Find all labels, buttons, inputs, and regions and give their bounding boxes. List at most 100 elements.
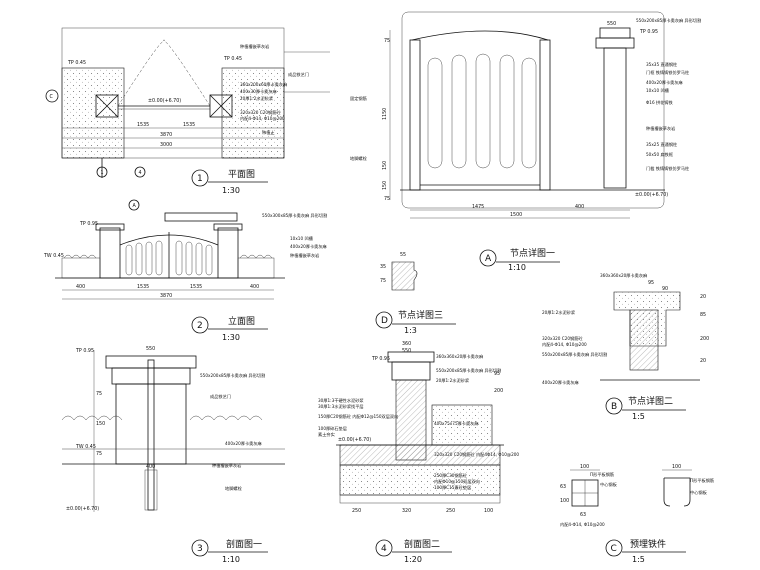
section2-title-circle [375,539,393,557]
plan-dim-2: 1535 [183,122,195,128]
s1-note-1: 成品铁艺门 [210,393,231,400]
s2-note-10: 250厚C30钢筋砼 [434,472,468,479]
section-mark-c [45,89,59,103]
plan-note-0: 种植槽嵌草灰岩 [240,43,269,50]
elev-dim-4: 400 [250,284,259,290]
detail-a-title: 节点详图一 [510,247,555,259]
detA-note-3: 400x20厚卡奥灰麻 [646,79,684,86]
detA-note-0: 550x200x85厚卡奥灰麻 异形切割 [636,17,701,24]
detA-note-7: 35x25 直通钢柱 [646,141,678,148]
plan-title: 平面图 [228,169,255,180]
detA-note-9: 门槛 铁铸铸铁仿罗马柱 [646,165,690,172]
plan-note-3: 360x200x60厚卡奥灰麻 [240,81,288,88]
plan-note-2: 成品铁艺门 [288,71,309,78]
plan-note-4: 400x30厚卡奥灰麻 [240,88,278,95]
detail-d-title: 节点详图三 [398,309,443,321]
detail-b-title: 节点详图二 [628,395,673,407]
detA-note-1: 35x35 直通钢柱 [646,61,678,68]
s1-tw: TW 0.45 [75,444,96,450]
s2-note-6: 100厚碎石垫层 [318,425,347,432]
elev-dim-1: 400 [76,284,85,290]
section1-view: TP 0.95 TW 0.45 550 75 150 75 400 ±0.00(… [61,346,285,564]
detA-h2: 150 [382,161,388,170]
detail-a-letter: A [485,254,492,264]
detA-note-11: 地脚螺栓 [350,155,368,162]
section1-scale: 1:10 [222,555,240,564]
s2-b4: 100 [484,508,493,514]
section1-number: 3 [197,544,203,554]
detB-note-4: 400x20厚卡奥灰麻 [542,379,580,386]
s2-h1: 95 [494,371,500,377]
elev-note-2: 400x20厚卡奥灰麻 [290,243,328,250]
plan-callouts: 种植槽嵌草灰岩 成品铁艺门 360x200x60厚卡奥灰麻 400x30厚卡奥灰… [240,43,330,136]
plan-dim-3: 3870 [160,132,172,138]
s2-elevation: ±0.00(+6.70) [338,437,371,443]
detD-w: 55 [400,252,406,258]
s2-note-2: 20厚1:2水泥砂浆 [436,377,470,384]
detail-d-title-circle [375,311,393,329]
detail-a-title-circle [479,249,497,267]
elev-tp: TP 0.95 [79,221,98,227]
detA-h3: 150 [382,181,388,190]
detA-h1: 1150 [382,108,388,120]
plan-number: 1 [197,174,203,184]
section2-callouts: 360x360x20厚卡奥灰麻 550x200x85厚卡奥灰麻 异形切割 20厚… [318,353,519,491]
s2-note-11: 内配Φ10@150双层双向 [434,478,480,485]
elevation-number: 2 [197,321,203,331]
detC-note-4: 中心钢板 [690,489,708,496]
s1-top-dim: 550 [146,346,155,352]
detail-d-view: 55 35 75 D 节点详图三 1:3 [375,252,456,335]
section2-scale: 1:20 [404,555,422,564]
detA-w1: 1475 [472,204,484,210]
elev-dim-3: 1535 [190,284,202,290]
detB-h1: 20 [700,294,706,300]
section2-view: TP 0.95 360 550 95 200 250 320 250 100 ±… [318,341,519,564]
detail-a-callouts: 550x200x85厚卡奥灰麻 异形切割 35x35 直通钢柱 门框 铁铸铸铁仿… [350,17,701,172]
plan-scale: 1:30 [222,186,240,195]
detail-c-view: 100 100 63 100 63 Π形平板钢筋 中心钢板 内配4-Φ14, Φ… [560,464,714,564]
s2-b1: 250 [352,508,361,514]
elevation-title-circle [191,316,209,334]
detail-c-scale: 1:5 [632,555,645,564]
detail-c-callouts: Π形平板钢筋 中心钢板 内配4-Φ14, Φ10@200 Π形平板钢筋 中心钢板 [560,471,714,528]
s1-dim-2: 150 [96,421,105,427]
s1-note-2: 400x20厚卡奥灰麻 [225,440,263,447]
s2-note-4: 30厚1:3水泥砂浆找平层 [318,403,364,410]
detail-d-letter: D [381,316,388,326]
detA-w3: 1500 [510,212,522,218]
plan-dim-1: 1535 [137,122,149,128]
elev-note-3: 种植槽嵌草灰岩 [290,252,319,259]
elev-detail-mark-a [128,199,140,211]
section-mark-1-label: 1 [101,170,104,176]
detA-note-10: 固定钢筋 [350,95,367,102]
detail-b-scale: 1:5 [632,412,645,421]
detail-b-title-circle [605,397,623,415]
s1-dim-4: 400 [146,464,155,470]
detC-note-1: 中心钢板 [600,481,618,488]
section-mark-1 [96,166,108,178]
detA-note-4: 10x10 凹槽 [646,87,670,94]
s2-w1: 360 [402,341,411,347]
detail-a-view: 550 TP 0.95 75 1150 150 150 75 1475 400 … [350,11,701,272]
s1-elevation: ±0.00(+6.70) [66,506,99,512]
plan-note-5: 20厚1:2水泥砂浆 [240,95,274,102]
plan-elevation: ±0.00(+6.70) [148,98,181,104]
section2-number: 4 [381,544,387,554]
detA-note-2: 门框 铁铸铸铁仿罗马柱 [646,69,690,76]
s1-note-4: 地脚螺栓 [225,485,243,492]
plan-tp-left: TP 0.45 [67,60,86,66]
detB-w1: 95 [648,280,654,286]
s2-h2: 200 [494,388,503,394]
elev-dim-5: 3870 [160,293,172,299]
detD-h2: 75 [380,278,386,284]
detA-note-5: Φ16 拼花铸铁 [646,99,674,106]
detB-h3: 200 [700,336,709,342]
detB-note-1: 320x320 C20钢筋砼 [542,335,583,342]
detail-c-title-circle [605,539,623,557]
section-mark-4-label: 4 [139,170,142,176]
detail-a-scale: 1:10 [508,263,526,272]
elevation-title: 立面图 [228,315,255,327]
s2-note-8: 400x75x75厚卡奥灰麻 [434,420,479,427]
detA-tp: TP 0.95 [639,29,658,35]
elevation-view: 400 1535 1535 400 3870 TP 0.95 TW 0.45 A… [43,199,328,342]
